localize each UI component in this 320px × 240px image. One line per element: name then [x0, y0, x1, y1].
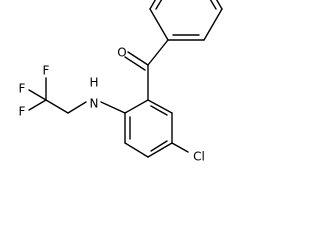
carbonyl-double-bond [124, 56, 146, 71]
phenyl-double-bond [155, 0, 163, 10]
amine-bond [100, 101, 126, 114]
oxygen-atom-label: O [117, 46, 126, 60]
chemical-structure-diagram: O N H F F F Cl [19, 0, 223, 164]
ring-bond [124, 142, 149, 158]
ring-bond [124, 99, 149, 114]
phenyl-bond [149, 8, 169, 41]
amine-ch2-bond [67, 101, 87, 114]
phenyl-double-bond [209, 0, 217, 10]
fluorine-atom-label: F [19, 82, 26, 96]
hydrogen-atom-label: H [89, 76, 98, 90]
ring-double-bond [150, 140, 168, 152]
carbonyl-bond [127, 51, 149, 66]
chloro-bond [171, 142, 189, 153]
fluorine-atom-label: F [43, 64, 50, 78]
bond-lines [28, 0, 223, 158]
cf-bond [28, 89, 47, 101]
ch2-cf3-bond [45, 99, 69, 114]
ring-double-bond [150, 105, 168, 116]
phenyl-bond [149, 0, 157, 10]
fluorine-atom-label: F [19, 105, 26, 119]
ring-bond [147, 142, 173, 158]
cf-bond [28, 99, 47, 111]
phenyl-bond [215, 0, 223, 10]
phenyl-bond [147, 39, 169, 66]
phenyl-bond [203, 8, 223, 41]
chlorine-atom-label: Cl [193, 150, 205, 164]
nitrogen-atom-label: N [90, 97, 99, 111]
ring-bond [147, 99, 173, 114]
atom-labels: O N H F F F Cl [19, 46, 205, 164]
